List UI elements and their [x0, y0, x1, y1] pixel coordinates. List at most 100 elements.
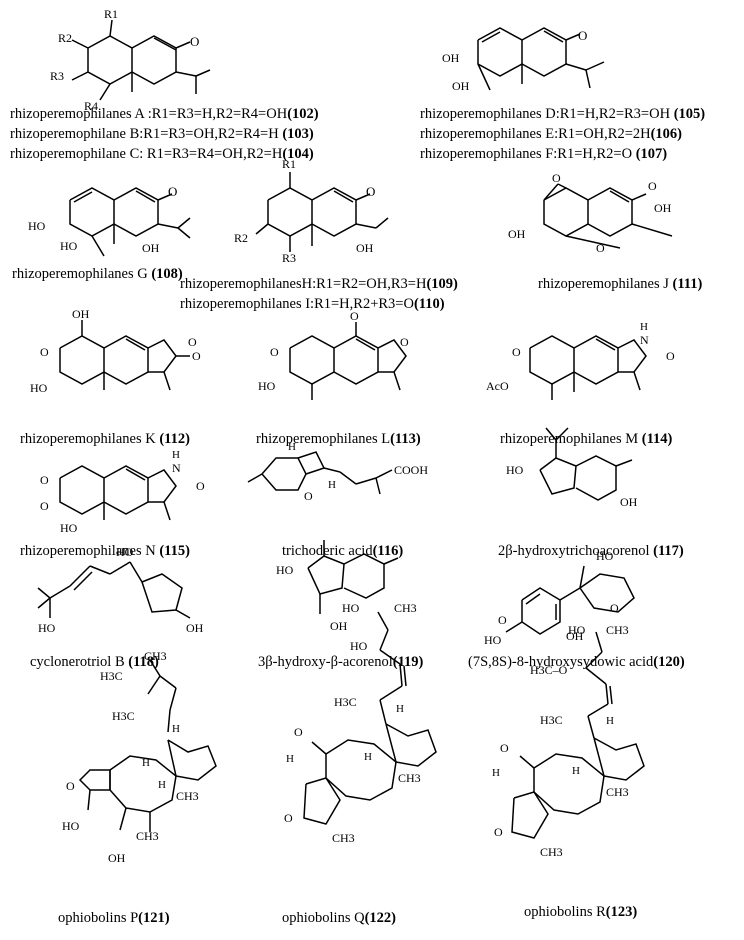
structure-102 [71, 19, 211, 101]
caption-122: ophiobolins Q(122) [282, 910, 396, 926]
caption-108: rhizoperemophilanes G (108) [12, 266, 183, 282]
atom-o: O [190, 34, 199, 49]
atom-ho: HO [62, 819, 80, 833]
atom-cooh: COOH [394, 463, 428, 477]
atom-ho: HO [276, 563, 294, 577]
structure-117 [539, 427, 633, 501]
structure-111 [543, 183, 673, 249]
atom-r2: R2 [58, 31, 72, 45]
atom-h3c: H3C [334, 695, 357, 709]
atom-r2: R2 [234, 231, 248, 245]
atom-ho: HO [484, 633, 502, 647]
atom-r3: R3 [50, 69, 64, 83]
atom-ch3: CH3 [176, 789, 199, 803]
caption-104: rhizoperemophilane C: R1=R3=R4=OH,R2=H(1… [10, 146, 314, 162]
structure-116 [247, 451, 393, 495]
caption-117: 2β-hydroxytrichoacorenol (117) [498, 543, 684, 559]
atom-o: O [512, 345, 521, 359]
atom-ho: HO [258, 379, 276, 393]
structure-115 [59, 465, 177, 521]
atom-o: O [40, 499, 49, 513]
atom-o: O [578, 28, 587, 43]
atom-n: N [640, 333, 649, 347]
atom-o: O [168, 184, 177, 199]
atom-ch3: CH3 [606, 623, 629, 637]
atom-o: O [498, 613, 507, 627]
caption-113: rhizoperemophilanes L(113) [256, 431, 421, 447]
atom-h3c: H3C [112, 709, 135, 723]
caption-120: (7S,8S)-8-hydroxysydowic acid(120) [468, 654, 685, 670]
caption-112: rhizoperemophilanes K (112) [20, 431, 190, 447]
atom-o: O [294, 725, 303, 739]
atom-nh: H [172, 449, 180, 461]
caption-109: rhizoperemophilanesH:R1=R2=OH,R3=H(109) [180, 276, 458, 292]
structure-118 [37, 561, 191, 619]
caption-123: ophiobolins R(123) [524, 904, 638, 920]
atom-r1: R1 [104, 7, 118, 21]
atom-ho: HO [60, 521, 78, 535]
structure-119 [307, 540, 399, 614]
atom-oh: OH [508, 227, 526, 241]
structure-114 [529, 335, 647, 400]
atom-ch3: CH3 [398, 771, 421, 785]
atom-h: H [286, 753, 294, 765]
caption-111: rhizoperemophilanes J (111) [538, 276, 703, 292]
atom-h: H [606, 715, 614, 727]
atom-h: H [492, 767, 500, 779]
atom-ho: HO [596, 549, 614, 563]
atom-ho: HO [116, 545, 134, 559]
atom-r1: R1 [282, 157, 296, 171]
atom-o: O [500, 741, 509, 755]
atom-oh: OH [142, 241, 160, 255]
atom-ch3: CH3 [606, 785, 629, 799]
caption-121: ophiobolins P(121) [58, 910, 170, 926]
atom-o: O [66, 779, 75, 793]
atom-ho: HO [342, 601, 360, 615]
atom-oh: OH [356, 241, 374, 255]
atom-ho: HO [28, 219, 46, 233]
caption-115: rhizoperemophilanes N (115) [20, 543, 190, 559]
atom-ch3: CH3 [136, 829, 159, 843]
structure-122 [303, 611, 437, 825]
atom-o: O [494, 825, 503, 839]
atom-h3c: H3C [540, 713, 563, 727]
atom-oh: OH [330, 619, 348, 633]
structure-123 [511, 631, 645, 839]
caption-102: rhizoperemophilanes A :R1=R3=H,R2=R4=OH(… [10, 106, 319, 122]
atom-oh: OH [72, 307, 90, 321]
atom-ome: H3C–O [530, 663, 568, 677]
atom-h: H [172, 723, 180, 735]
atom-o: O [40, 345, 49, 359]
caption-107: rhizoperemophilanes F:R1=H,R2=O (107) [420, 146, 668, 162]
structure-108 [69, 187, 191, 257]
atom-o: O [610, 601, 619, 615]
atom-h: H [396, 703, 404, 715]
atom-oh: OH [452, 79, 470, 93]
atom-ho: HO [38, 621, 56, 635]
atom-h: H [158, 779, 166, 791]
atom-o: O [188, 335, 197, 349]
caption-105: rhizoperemophilanes D:R1=H,R2=R3=OH (105… [420, 106, 706, 122]
atom-o: O [40, 473, 49, 487]
atom-ch3: CH3 [144, 649, 167, 663]
atom-h: H [328, 479, 336, 491]
atom-ch3: CH3 [540, 845, 563, 859]
atom-ch3: CH3 [394, 601, 417, 615]
atom-o: O [350, 309, 359, 323]
atom-r4: R4 [84, 99, 98, 113]
atom-o: O [666, 349, 675, 363]
atom-r3: R3 [282, 251, 296, 265]
structure-109 [255, 172, 389, 252]
atom-h3c: H3C [100, 669, 123, 683]
atom-h: H [142, 757, 150, 769]
atom-oh: OH [566, 629, 584, 643]
atom-n: N [172, 461, 181, 475]
atom-h: H [572, 765, 580, 777]
caption-106: rhizoperemophilanes E:R1=OH,R2=2H(106) [420, 126, 683, 142]
atom-ho: HO [506, 463, 524, 477]
atom-o: O [596, 241, 605, 255]
atom-ch3: CH3 [332, 831, 355, 845]
atom-o: O [400, 335, 409, 349]
atom-oh: OH [620, 495, 638, 509]
